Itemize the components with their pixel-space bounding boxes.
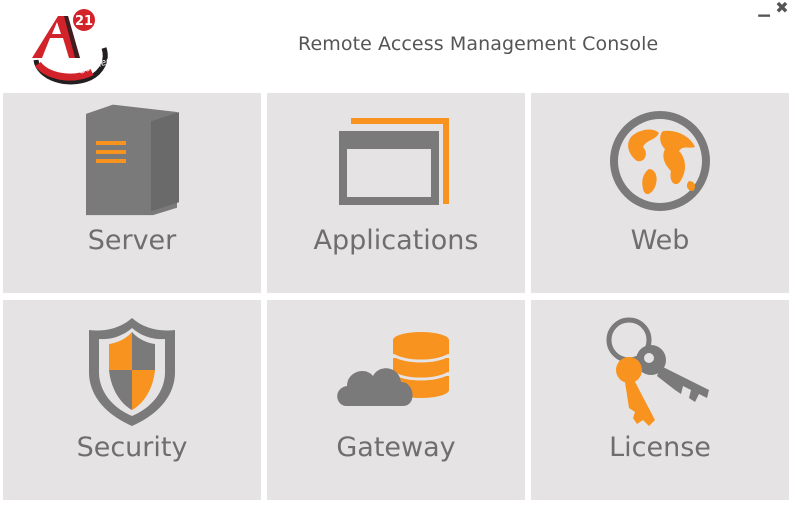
security-tile[interactable]: Security bbox=[3, 300, 261, 500]
shield-icon bbox=[3, 310, 261, 430]
server-icon bbox=[3, 103, 261, 223]
app-title: Remote Access Management Console bbox=[298, 33, 659, 55]
globe-icon bbox=[531, 103, 789, 223]
svg-text:21: 21 bbox=[75, 14, 93, 29]
app-logo: 21 Connect bbox=[28, 8, 116, 86]
cloud-database-icon bbox=[267, 310, 525, 430]
close-button[interactable]: ✖ bbox=[775, 0, 789, 17]
header: 21 Connect Remote Access Management Cons… bbox=[0, 0, 795, 92]
license-label: License bbox=[609, 432, 711, 463]
web-label: Web bbox=[630, 225, 690, 256]
keys-icon bbox=[531, 310, 789, 430]
security-label: Security bbox=[76, 432, 188, 463]
applications-window-icon bbox=[267, 103, 525, 223]
tile-grid: Server Applications Web bbox=[0, 92, 795, 505]
server-tile[interactable]: Server bbox=[3, 93, 261, 293]
applications-tile[interactable]: Applications bbox=[267, 93, 525, 293]
gateway-tile[interactable]: Gateway bbox=[267, 300, 525, 500]
web-tile[interactable]: Web bbox=[531, 93, 789, 293]
server-label: Server bbox=[87, 225, 177, 256]
license-tile[interactable]: License bbox=[531, 300, 789, 500]
minimize-button[interactable]: ▁ bbox=[758, 0, 770, 17]
applications-label: Applications bbox=[313, 225, 479, 256]
gateway-label: Gateway bbox=[336, 432, 456, 463]
